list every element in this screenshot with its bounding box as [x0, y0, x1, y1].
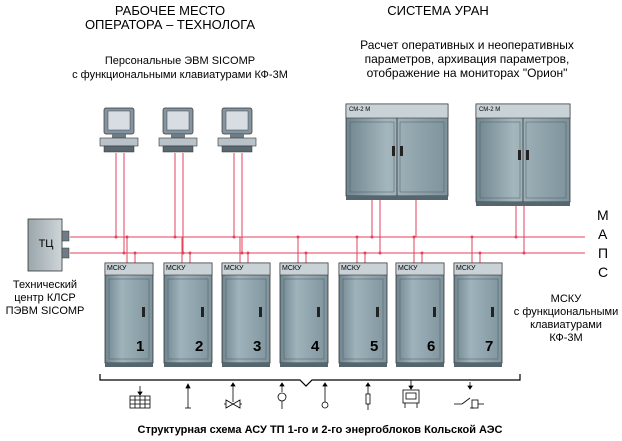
header-left-line1: РАБОЧЕЕ МЕСТО: [114, 3, 226, 18]
system-title: СИСТЕМА УРАН: [387, 3, 489, 18]
pc-caption: Персональные ЭВМ SICOMP с функциональным…: [60, 54, 300, 82]
sensor-icon: [321, 382, 329, 409]
cabinet-2: [163, 262, 213, 367]
header-left: РАБОЧЕЕ МЕСТО ОПЕРАТОРА – ТЕХНОЛОГА: [70, 4, 270, 32]
tc-caption-line1: Технический: [12, 279, 78, 291]
field-bracket: [99, 374, 521, 387]
gauge-icon: [277, 382, 287, 409]
pc-2: [158, 107, 198, 153]
cabinet-6-number: 6: [427, 338, 436, 355]
mscu-caption-line3: клавиатурами: [530, 319, 602, 331]
system-description: Расчет оперативных и неоперативных парам…: [322, 38, 612, 80]
server-1: [345, 103, 449, 200]
grid-panel-icon: [129, 386, 151, 409]
maps-bus: [70, 236, 585, 254]
cabinet-3-number: 3: [253, 338, 262, 355]
arrow-down-icon: [185, 383, 191, 409]
mscu-caption-line2: с функциональными: [513, 306, 619, 318]
cabinet-3: [221, 262, 271, 367]
cabinet-7: [453, 262, 503, 367]
footer-caption: Структурная схема АСУ ТП 1-го и 2-го эне…: [137, 424, 503, 436]
server-2: [475, 103, 571, 206]
cabinet-5-label: МСКУ: [341, 265, 361, 272]
pc-1: [99, 107, 139, 153]
maps-letter-1: М: [597, 207, 609, 223]
cabinet-connections: [126, 237, 481, 263]
cabinet-2-label: МСКУ: [166, 265, 186, 272]
maps-letter-2: А: [598, 226, 608, 242]
cabinet-5: [338, 262, 388, 367]
cabinet-1-label: МСКУ: [107, 265, 127, 272]
thermometer-icon: [365, 382, 371, 410]
system-desc-line2: параметров, архивация параметров,: [364, 52, 570, 66]
cabinet-5-number: 5: [370, 338, 379, 355]
system-desc-line1: Расчет оперативных и неоперативных: [360, 38, 574, 52]
tc-caption: Технический центр КЛСР ПЭВМ SICOMP: [0, 279, 90, 318]
pc-3: [217, 107, 257, 153]
header-left-line2: ОПЕРАТОРА – ТЕХНОЛОГА: [84, 17, 256, 32]
mscu-caption: МСКУ с функциональными клавиатурами КФ-3…: [510, 293, 622, 345]
tc-box: [27, 218, 70, 272]
mscu-caption-line4: КФ-3М: [549, 332, 583, 344]
cabinet-6: [395, 262, 445, 367]
cabinet-4: [279, 262, 329, 367]
cabinet-6-label: МСКУ: [398, 265, 418, 272]
cabinet-7-number: 7: [485, 338, 494, 355]
tc-caption-line2: центр КЛСР: [14, 292, 76, 304]
cabinet-4-label: МСКУ: [282, 265, 302, 272]
cabinet-2-number: 2: [195, 338, 204, 355]
pc-connections: [115, 153, 243, 253]
valve-icon: [224, 382, 242, 409]
maps-letter-3: П: [598, 245, 609, 261]
bus-junctions: [114, 235, 526, 255]
cabinet-7-label: МСКУ: [456, 265, 476, 272]
tc-caption-line3: ПЭВМ SICOMP: [5, 305, 85, 317]
system-desc-line3: отображение на мониторах "Орион": [366, 66, 568, 80]
tc-box-label: ТЦ: [38, 238, 54, 250]
switch-icon: [454, 382, 484, 409]
cabinet-1-number: 1: [136, 338, 145, 355]
pc-caption-line1: Персональные ЭВМ SICOMP: [104, 55, 256, 67]
recorder-icon: [402, 380, 420, 408]
pc-caption-line2: с функциональными клавиатурами КФ-3М: [72, 69, 288, 81]
server-2-label: СМ-2 М: [479, 107, 501, 113]
cabinet-3-label: МСКУ: [224, 265, 244, 272]
server-1-label: СМ-2 М: [349, 107, 371, 113]
cabinet-1: [104, 262, 154, 367]
cabinet-4-number: 4: [311, 338, 320, 355]
mscu-cabinets: [104, 262, 503, 367]
mscu-caption-line1: МСКУ: [550, 293, 582, 305]
maps-letter-4: С: [598, 264, 609, 280]
